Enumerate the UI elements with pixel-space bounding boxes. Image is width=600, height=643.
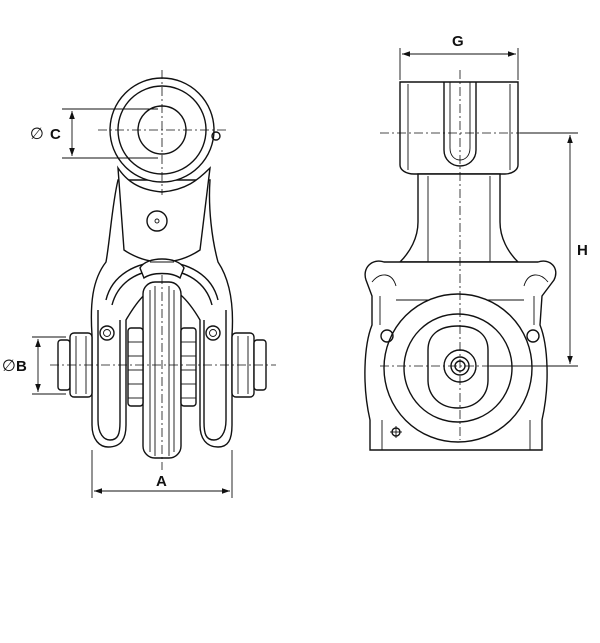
right-bolt	[205, 325, 221, 341]
dim-g-label: G	[452, 33, 464, 50]
arm-bolt-hole-inner	[154, 218, 160, 224]
side-roller-right	[526, 329, 540, 343]
sheave-hub	[427, 325, 489, 409]
right-plate	[203, 310, 227, 441]
left-bolt	[99, 325, 115, 341]
sheave-outer	[383, 293, 533, 443]
side-view: G H	[364, 33, 588, 451]
dim-b-symbol: ∅	[2, 356, 16, 375]
dim-c-symbol: ∅	[30, 124, 44, 143]
sheave-inner	[403, 313, 513, 423]
arm-bolt-hole	[146, 210, 168, 232]
upper-arm	[117, 165, 211, 263]
bearing-right	[180, 327, 197, 407]
dim-b-label: B	[16, 358, 27, 375]
dim-c-label: C	[50, 126, 61, 143]
yoke-clamp	[139, 258, 185, 280]
dim-h-label: H	[577, 242, 588, 259]
top-eye-groove	[443, 82, 477, 167]
upper-eye-lug	[211, 131, 221, 141]
left-plate	[97, 310, 121, 441]
neck	[398, 173, 520, 263]
front-view: ∅ C ∅ B A	[2, 70, 276, 498]
bearing-left	[127, 327, 144, 407]
top-eye-block	[399, 81, 519, 175]
side-roller-left	[380, 329, 394, 343]
dim-a-label: A	[156, 473, 167, 490]
